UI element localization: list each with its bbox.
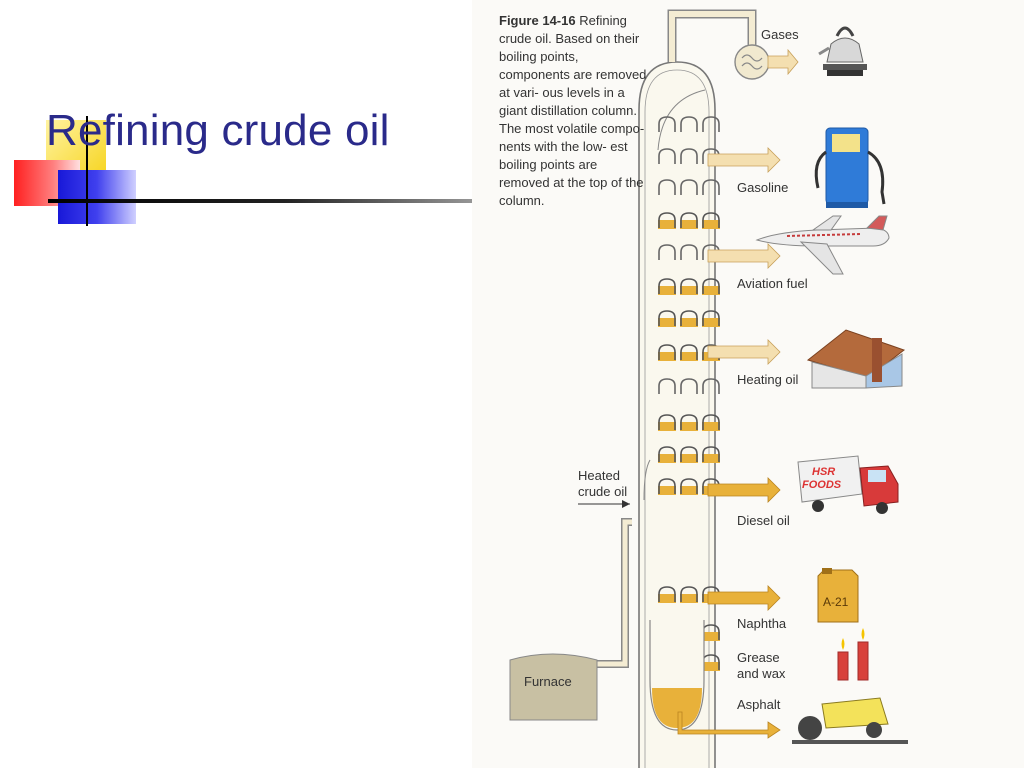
kettle-on-burner-icon (818, 26, 867, 76)
heating-oil-arrow (707, 339, 781, 365)
furnace (509, 653, 598, 721)
caption-text: Refining crude oil. Based on their boili… (499, 13, 647, 208)
diesel-oil-arrow (707, 477, 781, 503)
distillation-diagram: HSR FOODS A-21 (509, 9, 908, 768)
slide-title: Refining crude oil (46, 106, 390, 155)
label-heated: Heated (578, 468, 620, 483)
house-icon (806, 329, 906, 389)
candles-icon (837, 628, 869, 681)
truck-icon: HSR FOODS (797, 455, 899, 514)
title-decoration-vertical-line (86, 116, 88, 226)
fuel-can-icon: A-21 (817, 568, 859, 623)
road-roller-icon (792, 697, 908, 744)
label-gases: Gases (761, 27, 799, 42)
fuel-can-label: A-21 (823, 595, 849, 609)
label-crude-oil: crude oil (578, 484, 628, 499)
output-arrows-dark (677, 477, 781, 739)
label-gasoline: Gasoline (737, 180, 789, 195)
distillation-figure: HSR FOODS A-21 Figure 14-16 Refinin (472, 0, 1024, 768)
gasoline-arrow (707, 147, 781, 173)
aviation-fuel-arrow (707, 243, 781, 269)
asphalt-arrow (677, 711, 781, 739)
truck-text-2: FOODS (802, 479, 842, 491)
truck-text-1: HSR (812, 466, 835, 478)
figure-caption: Figure 14-16 Refining crude oil. Based o… (499, 12, 649, 210)
asphalt-residue (652, 688, 702, 728)
label-asphalt: Asphalt (737, 697, 781, 712)
gas-pump-icon (814, 127, 886, 208)
gases-arrow (767, 48, 799, 76)
caption-label: Figure 14-16 (499, 13, 576, 28)
label-aviation-fuel: Aviation fuel (737, 276, 808, 291)
title-decoration-blue-bar (58, 170, 136, 224)
naphtha-arrow (707, 585, 781, 611)
airplane-icon (755, 215, 890, 275)
label-diesel-oil: Diesel oil (737, 513, 790, 528)
label-naphtha: Naphtha (737, 616, 787, 631)
condenser-icon (734, 44, 770, 80)
label-grease-and-wax: Grease and wax (737, 650, 786, 681)
output-arrows-light (707, 48, 799, 365)
title-underline (48, 199, 478, 203)
label-heating-oil: Heating oil (737, 372, 799, 387)
label-furnace: Furnace (524, 674, 572, 689)
